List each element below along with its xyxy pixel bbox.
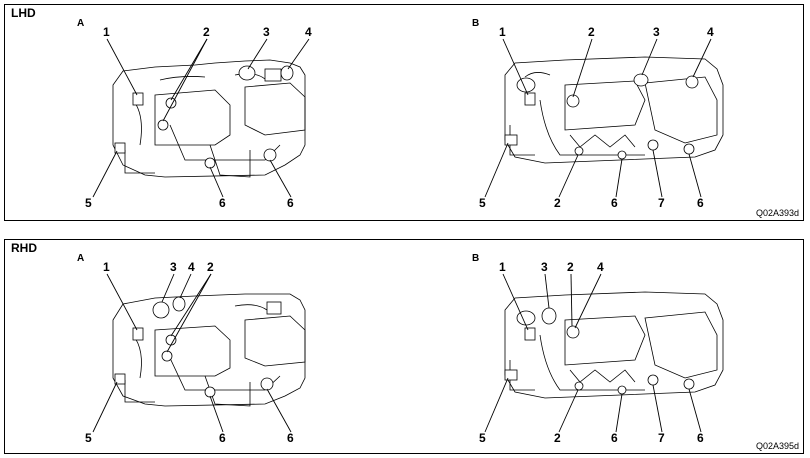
engine-view-b: 1 2 3 4 5 2 6 7 6 <box>479 25 724 210</box>
callout-4: 4 <box>707 25 714 39</box>
callout-6b: 6 <box>697 196 704 210</box>
callout-6: 6 <box>611 196 618 210</box>
engine-view-a: 1 3 4 2 5 6 6 <box>85 260 306 445</box>
callout-3: 3 <box>541 260 548 274</box>
callout-5: 5 <box>85 431 92 445</box>
callout-1: 1 <box>103 260 110 274</box>
view-a-label: A <box>77 253 85 264</box>
callout-5: 5 <box>479 196 486 210</box>
callout-5: 5 <box>479 431 486 445</box>
callout-6: 6 <box>219 431 226 445</box>
callout-6: 6 <box>219 196 226 210</box>
callout-1: 1 <box>103 25 110 39</box>
view-a-label: A <box>77 18 85 29</box>
figure-code: Q02A393d <box>755 208 799 218</box>
callout-1: 1 <box>499 260 506 274</box>
callout-5: 5 <box>85 196 92 210</box>
leader-lines <box>92 38 310 198</box>
callout-6b: 6 <box>697 431 704 445</box>
callout-4: 4 <box>305 25 312 39</box>
callout-1: 1 <box>499 25 506 39</box>
leader-lines <box>92 273 292 433</box>
leader-lines <box>484 38 712 198</box>
engine-outline <box>504 291 724 399</box>
engine-outline <box>112 59 306 178</box>
callout-2: 2 <box>588 25 595 39</box>
callout-2: 2 <box>203 25 210 39</box>
callout-4: 4 <box>597 260 604 274</box>
view-b-label: B <box>472 253 480 264</box>
callout-7: 7 <box>658 196 665 210</box>
callout-7: 7 <box>658 431 665 445</box>
callout-2b: 2 <box>554 196 561 210</box>
engine-view-a: 1 2 3 4 5 6 6 <box>85 25 312 210</box>
callout-3: 3 <box>653 25 660 39</box>
callout-3: 3 <box>170 260 177 274</box>
callout-6b: 6 <box>287 196 294 210</box>
callout-2: 2 <box>567 260 574 274</box>
view-b-label: B <box>472 18 480 29</box>
callout-6b: 6 <box>287 431 294 445</box>
callout-3: 3 <box>263 25 270 39</box>
panel-heading: LHD <box>11 6 36 20</box>
callout-2b: 2 <box>554 431 561 445</box>
engine-outline <box>112 293 306 407</box>
panel-heading: RHD <box>11 241 37 255</box>
engine-view-b: 1 3 2 4 5 2 6 7 6 <box>479 260 724 445</box>
rhd-panel: RHD A B Q02A395d <box>4 239 804 454</box>
figure-code: Q02A395d <box>755 441 799 451</box>
lhd-panel: LHD A B Q02A393d <box>4 4 804 221</box>
callout-2: 2 <box>207 260 214 274</box>
callout-4: 4 <box>188 260 195 274</box>
leader-lines <box>484 273 702 433</box>
callout-6: 6 <box>611 431 618 445</box>
engine-outline <box>504 56 724 164</box>
